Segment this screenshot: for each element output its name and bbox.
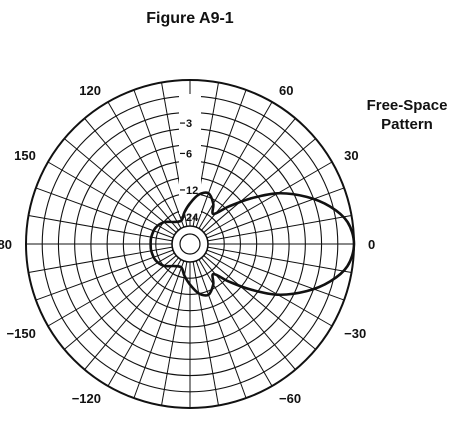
angle-label: 150: [14, 148, 36, 163]
grid-spoke: [195, 260, 247, 399]
grid-spoke: [206, 187, 345, 239]
grid-spoke: [133, 89, 185, 228]
grid-spoke: [206, 249, 345, 301]
angle-label: −60: [279, 391, 301, 406]
pattern-caption: Free-Space Pattern: [352, 96, 462, 134]
grid-spoke: [107, 259, 182, 387]
grid-spoke: [133, 260, 185, 399]
db-label: 12: [186, 185, 198, 197]
grid-spoke: [28, 215, 173, 242]
angle-label: −30: [344, 326, 366, 341]
grid-spoke: [84, 118, 179, 231]
db-label-background: [179, 94, 201, 214]
grid-spoke: [192, 261, 219, 406]
db-label: 6: [186, 148, 192, 160]
grid-ring-inner: [171, 225, 209, 263]
grid-spoke: [64, 255, 177, 350]
angle-label: 120: [79, 83, 101, 98]
db-label: 24: [186, 212, 199, 224]
chart-title: Figure A9-1: [146, 10, 234, 27]
center-ring: [179, 233, 201, 255]
grid-spoke: [198, 101, 273, 229]
grid-spoke: [47, 252, 175, 327]
angle-label: 30: [344, 148, 358, 163]
grid-spoke: [195, 89, 247, 228]
pattern-curve: [149, 191, 356, 297]
grid-spoke: [203, 255, 316, 350]
grid-spoke: [47, 161, 175, 236]
angle-label: 180: [0, 237, 12, 252]
grid-spoke: [205, 161, 333, 236]
grid-spoke: [205, 252, 333, 327]
grid-spoke: [207, 246, 352, 273]
grid-spoke: [64, 138, 177, 233]
pattern-caption-line-1: Free-Space: [366, 97, 448, 114]
pattern-caption-line-2: Pattern: [381, 116, 433, 133]
grid-spoke: [203, 138, 316, 233]
angle-label: −120: [72, 391, 101, 406]
grid-spoke: [35, 187, 174, 239]
grid-spoke: [35, 249, 174, 301]
db-label: 3: [186, 118, 192, 130]
grid-spoke: [84, 257, 179, 370]
grid-spoke: [207, 215, 352, 242]
angle-label: 0: [368, 237, 375, 252]
angle-label: 60: [279, 83, 293, 98]
grid-spoke: [28, 246, 173, 273]
grid-spoke: [107, 101, 182, 229]
grid-spoke: [161, 261, 188, 406]
grid-spoke: [198, 259, 273, 387]
angle-label: −150: [7, 326, 36, 341]
